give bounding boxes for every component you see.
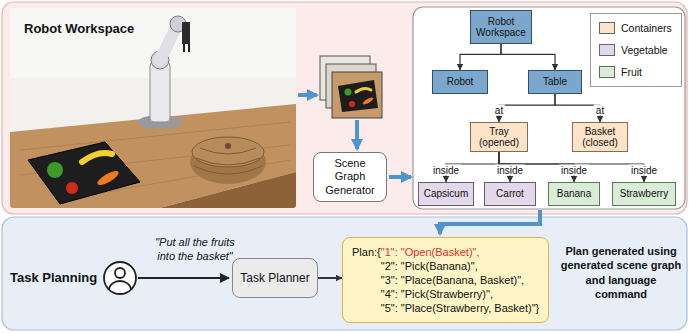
image-frames [362,96,374,105]
photo-frame: Robot Workspace [10,8,296,208]
graph-node: Robot Workspace [470,10,532,44]
node-text: Basket (closed) [576,126,624,149]
node-text: Robot [447,76,474,88]
image-frames [349,101,355,107]
edge-label: inside [629,164,659,175]
annotation-text: Task Planning [10,270,97,285]
graph-node: Strawberry [612,182,676,206]
image-frames [356,88,371,92]
node-text: Carrot [496,188,524,200]
legend-box: ContainersVegetableFruit [590,13,682,87]
node-text: Tray (opened) [474,126,524,149]
user-icon [104,262,136,294]
graph-node: Tray (opened) [470,122,528,152]
workspace-photo [10,8,296,208]
workspace-photo [28,142,140,204]
legend-swatch [599,44,615,56]
flow-arrow [298,95,540,234]
command-arrow [138,277,229,279]
workspace-photo [192,137,264,167]
scene-graph-panel [413,7,685,209]
workspace-photo [225,143,231,149]
node-text: Plan:{ [352,245,381,259]
workspace-photo [82,153,112,162]
legend-entry: Containers [599,22,673,34]
node-text: Table [543,76,567,88]
legend-text: Vegetable [621,44,668,56]
node-text: Task Planner [240,271,309,285]
process-box: Task Planner [232,258,318,298]
flow-arrow [440,210,540,234]
node-text: Capsicum [424,188,468,200]
top-panel [2,2,687,214]
workspace-photo [194,148,262,174]
annotation-text: Plan generated using generated scene gra… [559,244,683,301]
workspace-photo [47,162,63,178]
legend-text: Containers [621,22,672,34]
workspace-photo [150,62,170,122]
graph-node: Robot [432,70,488,94]
graph-node: Capsicum [418,182,474,206]
image-frames [338,80,378,112]
node-text: "3": "Place(Banana, Basket)", [381,273,539,287]
plan-box: Plan:{"1": "Open(Basket)","2": "Pick(Ban… [342,237,549,323]
node-text: Robot Workspace [474,16,528,39]
legend-entry: Vegetable [599,44,673,56]
graph-node: Banana [548,182,600,206]
legend-entry: Fruit [599,66,673,78]
node-text: "2": "Pick(Banana)", [381,259,539,273]
process-box: Scene Graph Generator [313,152,387,202]
user-icon [104,262,136,294]
legend-swatch [599,66,615,78]
workspace-photo [66,182,78,194]
edge-label: inside [431,164,461,175]
workspace-photo [182,22,190,44]
bottom-panel [2,217,687,330]
edge-label: inside [495,164,525,175]
legend-swatch [599,22,615,34]
connector [501,44,555,70]
edge-label: at [594,105,606,116]
flow-arrow [355,120,359,149]
node-text: Strawberry [620,188,668,200]
legend-text: Fruit [621,66,642,78]
graph-node: Carrot [484,182,536,206]
edge-label: inside [559,164,589,175]
workspace-photo [184,44,189,52]
node-text: Banana [557,188,591,200]
edge-label: at [493,105,505,116]
workspace-photo [96,169,121,188]
flow-arrow [389,175,411,179]
image-frames [345,89,352,96]
flow-arrow [298,93,317,97]
connector [460,44,501,70]
annotation-text: "Put all the fruits into the basket" [146,236,244,264]
connector [318,277,342,279]
node-text: Scene Graph Generator [318,157,382,197]
graph-node: Basket (closed) [572,122,628,152]
node-text: "4": "Pick(Strawberry)", [381,287,539,301]
node-text: "1": "Open(Basket)", [381,245,480,259]
image-frames [320,56,382,118]
connector [499,94,555,122]
image-frames [338,80,378,112]
graph-node: Table [528,70,582,94]
image-frames [332,72,382,118]
node-text: Robot Workspace [24,21,282,36]
user-icon [115,268,125,278]
workspace-photo [10,8,296,208]
user-icon [109,281,131,290]
node-text: "5": "Place(Strawberry, Basket)"} [381,301,539,315]
